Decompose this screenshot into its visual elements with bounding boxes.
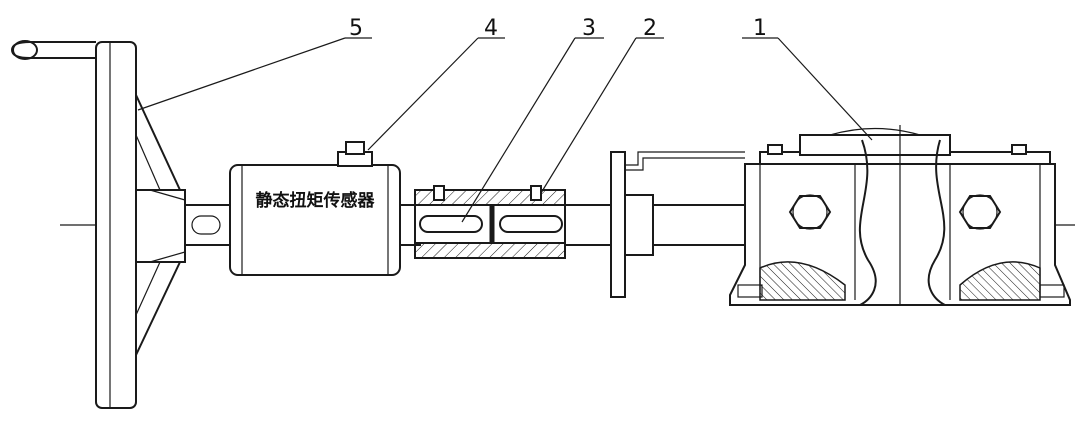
static-torque-sensor: 静态扭矩传感器 (229, 164, 401, 276)
callout-1: 1 (742, 16, 873, 141)
sensor-connector (337, 141, 373, 167)
coupling-sleeve (414, 185, 566, 259)
drive-shaft (564, 204, 746, 246)
label-2: 2 (643, 16, 657, 41)
input-shaft (184, 204, 236, 246)
label-3: 3 (582, 16, 596, 41)
handwheel (10, 40, 186, 409)
gearbox (729, 125, 1071, 306)
label-5: 5 (349, 16, 363, 41)
callout-3: 3 (461, 16, 604, 223)
sensor-label: 静态扭矩传感器 (256, 190, 376, 211)
flange-plate (610, 151, 745, 298)
callout-4: 4 (367, 16, 505, 151)
label-4: 4 (484, 16, 498, 41)
callout-5: 5 (137, 16, 372, 111)
callout-2: 2 (540, 16, 664, 194)
label-1: 1 (753, 16, 767, 41)
